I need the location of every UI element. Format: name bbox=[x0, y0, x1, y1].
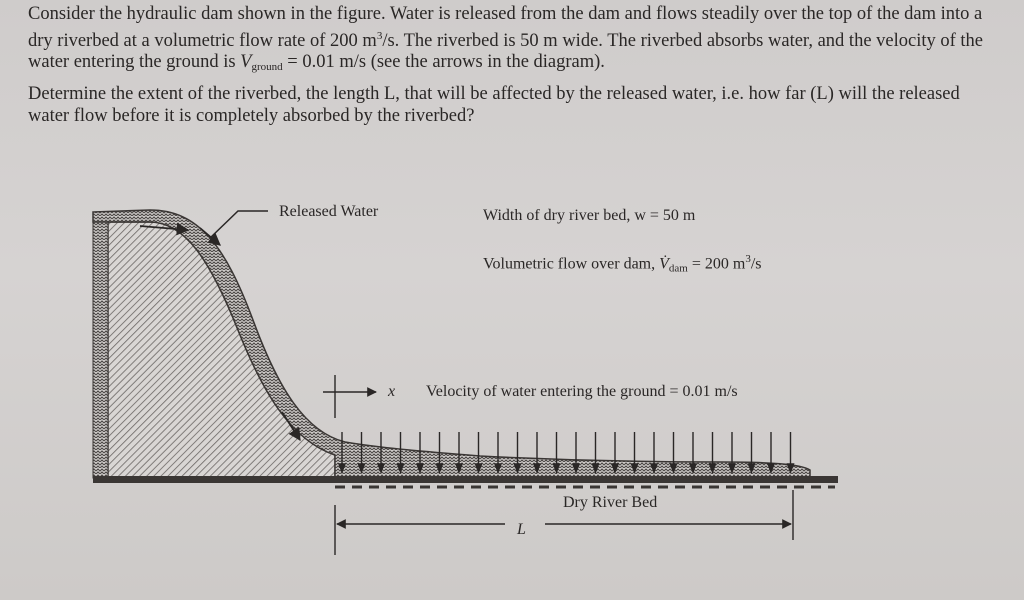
absorption-arrow-head bbox=[513, 463, 522, 474]
absorption-arrow-head bbox=[532, 463, 542, 474]
released-water-leader bbox=[209, 210, 268, 239]
absorption-arrow-head bbox=[552, 463, 561, 474]
flow-arrow-top-2 bbox=[199, 227, 221, 246]
absorption-arrow-head bbox=[571, 463, 581, 474]
p1-line-c: /s. The riverbed is 50 m wide. The river… bbox=[382, 30, 764, 51]
absorption-arrow-head bbox=[669, 463, 678, 474]
absorption-arrow-head bbox=[493, 463, 503, 474]
absorption-arrow-head bbox=[649, 463, 659, 474]
problem-paragraph-2: Determine the extent of the riverbed, th… bbox=[28, 84, 960, 126]
problem-paragraph-1: Consider the hydraulic dam shown in the … bbox=[28, 4, 988, 79]
absorption-arrow-head bbox=[454, 463, 464, 474]
p1-exponent: 3 bbox=[376, 29, 383, 42]
p1-line-b: the dam into a dry riverbed at a volumet… bbox=[28, 4, 983, 51]
p1-line-a: Consider the hydraulic dam shown in the … bbox=[28, 4, 873, 24]
p1-velocity-subscript: ground bbox=[251, 61, 283, 74]
flow-label: Volumetric flow over dam, V̇dam = 200 m3… bbox=[483, 253, 761, 274]
released-water-flow bbox=[92, 209, 811, 479]
p1-line-e: = 0.01 m/s (see the arrows in the diagra… bbox=[282, 52, 605, 73]
absorption-arrow-head bbox=[786, 463, 795, 474]
released-water-label: Released Water bbox=[279, 203, 379, 220]
p1-velocity-symbol: V bbox=[240, 52, 252, 73]
absorption-arrow-head bbox=[376, 463, 386, 474]
flow-label-c: /s bbox=[750, 255, 762, 273]
absorption-arrow-head bbox=[708, 463, 717, 474]
absorption-arrow-head bbox=[357, 463, 366, 474]
absorption-arrow-head bbox=[337, 463, 347, 474]
p1-line-d: water, and the velocity of the water ent… bbox=[28, 30, 984, 73]
absorption-arrow-head bbox=[435, 463, 444, 474]
dry-river-bed-label: Dry River Bed bbox=[563, 494, 658, 511]
flow-arrow-top-1 bbox=[139, 222, 190, 236]
flow-label-b: = 200 m bbox=[687, 255, 746, 273]
absorption-arrow-head bbox=[591, 463, 600, 474]
absorption-arrow-head bbox=[766, 463, 776, 474]
absorption-arrow-head bbox=[747, 463, 756, 474]
absorption-arrow-head bbox=[396, 463, 405, 474]
absorption-arrows bbox=[337, 432, 795, 474]
flow-subscript: dam bbox=[668, 262, 688, 275]
flow-label-a: Volumetric flow over dam, bbox=[483, 255, 660, 273]
flow-symbol: V̇ bbox=[659, 255, 669, 273]
flow-exponent: 3 bbox=[745, 253, 751, 265]
absorption-arrow-head bbox=[727, 463, 737, 474]
absorption-arrow-head bbox=[610, 463, 620, 474]
x-axis-label: x bbox=[388, 383, 396, 400]
flow-arrow-slope bbox=[281, 411, 301, 442]
ground-strip bbox=[93, 476, 838, 483]
velocity-label: Velocity of water entering the ground = … bbox=[426, 383, 738, 400]
absorption-arrow-head bbox=[630, 463, 639, 474]
length-L-label: L bbox=[517, 521, 526, 538]
absorption-arrow-head bbox=[688, 463, 698, 474]
width-label: Width of dry river bed, w = 50 m bbox=[483, 207, 696, 224]
absorption-arrow-head bbox=[474, 463, 483, 474]
absorption-arrow-head bbox=[415, 463, 425, 474]
dam-left-wall bbox=[92, 221, 109, 479]
